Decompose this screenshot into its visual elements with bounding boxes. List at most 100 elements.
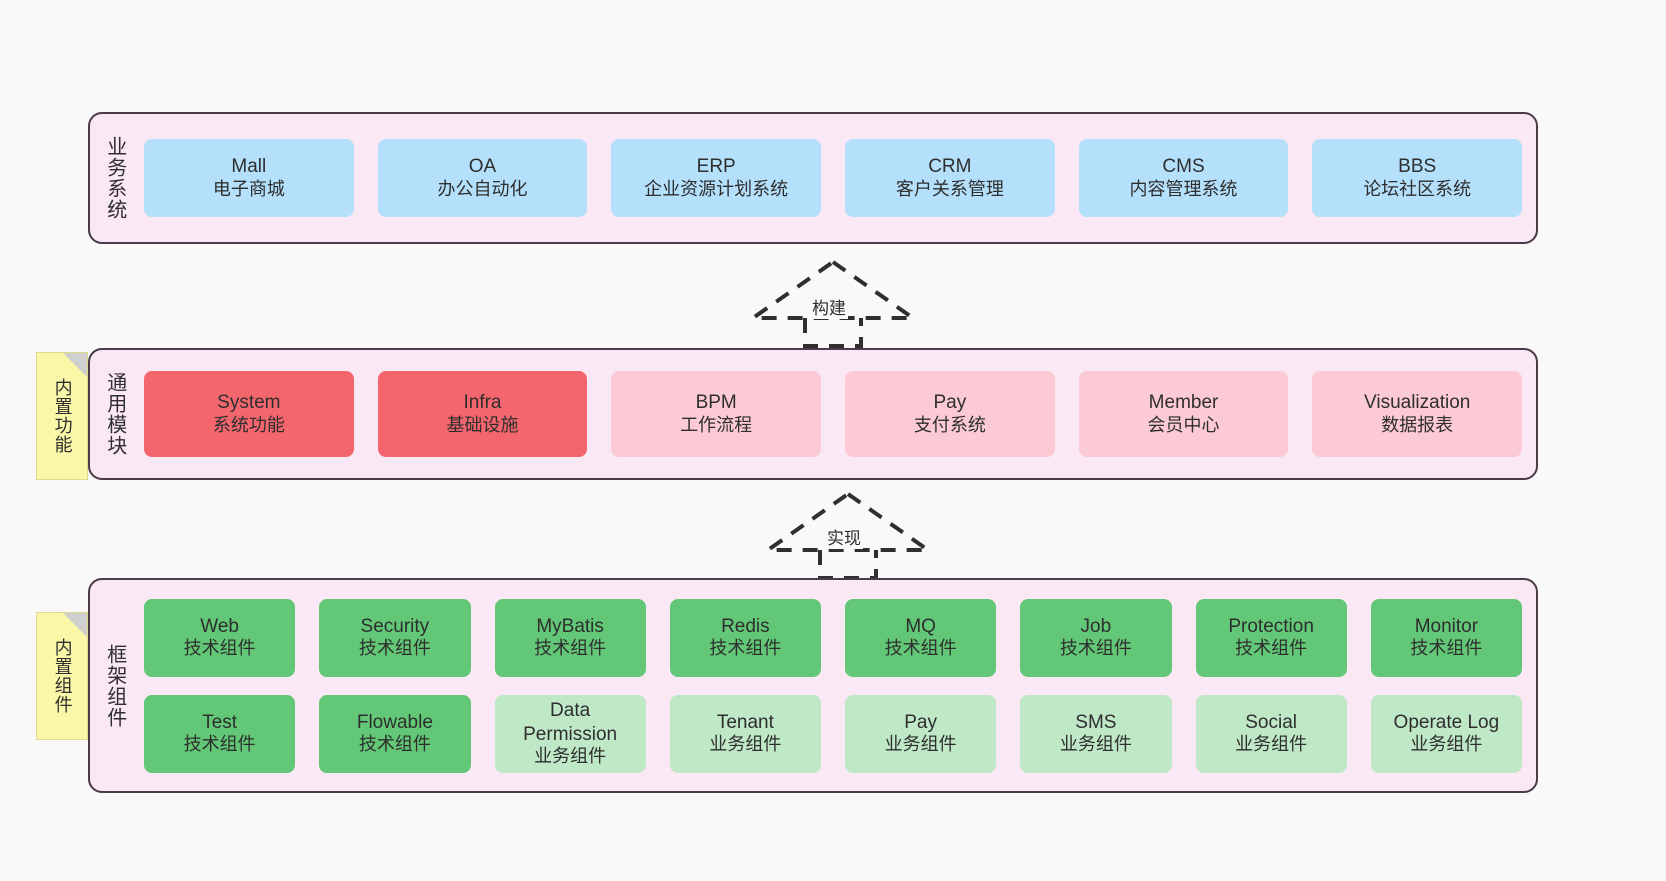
card-social-cn: 业务组件	[1235, 734, 1308, 755]
card-mq[interactable]: MQ 技术组件	[845, 598, 997, 677]
card-erp[interactable]: ERP 企业资源计划系统	[611, 139, 822, 217]
card-mall[interactable]: Mall 电子商城	[144, 139, 354, 217]
layer-framework-component: 框架组件 Web 技术组件 Security 技术组件 MyBatis 技术组件…	[88, 578, 1538, 793]
card-row: Mall 电子商城 OA 办公自动化 ERP 企业资源计划系统 CRM 客户关系…	[144, 139, 1523, 217]
card-redis[interactable]: Redis 技术组件	[669, 598, 821, 677]
note-fold-corner-icon	[63, 353, 87, 377]
card-job-en: Job	[1080, 615, 1112, 637]
card-pay-business-cn: 业务组件	[884, 734, 957, 755]
card-job-cn: 技术组件	[1059, 638, 1132, 659]
card-mybatis-cn: 技术组件	[534, 638, 607, 659]
card-operate-log[interactable]: Operate Log 业务组件	[1370, 694, 1522, 773]
card-mq-cn: 技术组件	[884, 638, 957, 659]
card-member-en: Member	[1148, 392, 1219, 414]
card-cms-cn: 内容管理系统	[1129, 178, 1238, 199]
layer-framework-component-body: Web 技术组件 Security 技术组件 MyBatis 技术组件 Redi…	[138, 580, 1536, 791]
card-cms-en: CMS	[1162, 156, 1205, 178]
card-social-en: Social	[1245, 711, 1297, 733]
layer-business-system: 业务系统 Mall 电子商城 OA 办公自动化 ERP 企业资源计划系统 CRM…	[88, 112, 1538, 244]
card-data-permission[interactable]: Data Permission 业务组件	[494, 694, 646, 773]
card-crm[interactable]: CRM 客户关系管理	[845, 139, 1055, 217]
card-mall-cn: 电子商城	[212, 178, 285, 199]
card-bpm[interactable]: BPM 工作流程	[611, 371, 822, 457]
note-builtin-function: 内置功能	[36, 352, 88, 480]
card-mq-en: MQ	[905, 615, 936, 637]
card-oa-cn: 办公自动化	[437, 178, 528, 199]
card-crm-en: CRM	[928, 156, 972, 178]
card-security-en: Security	[360, 615, 430, 637]
card-bpm-en: BPM	[695, 392, 737, 414]
card-pay-business[interactable]: Pay 业务组件	[845, 694, 997, 773]
card-visualization-en: Visualization	[1364, 392, 1471, 414]
card-mybatis-en: MyBatis	[536, 615, 604, 637]
card-bpm-cn: 工作流程	[680, 414, 753, 435]
card-operate-log-en: Operate Log	[1393, 711, 1500, 733]
card-row: Web 技术组件 Security 技术组件 MyBatis 技术组件 Redi…	[144, 598, 1522, 677]
card-protection[interactable]: Protection 技术组件	[1195, 598, 1347, 677]
card-test-en: Test	[202, 711, 238, 733]
note-fold-corner-icon	[63, 613, 87, 637]
card-erp-cn: 企业资源计划系统	[644, 178, 789, 199]
note-builtin-function-label: 内置功能	[52, 378, 73, 454]
card-infra-en: Infra	[463, 392, 502, 414]
card-oa[interactable]: OA 办公自动化	[377, 139, 588, 217]
card-tenant[interactable]: Tenant 业务组件	[669, 694, 821, 773]
card-sms-cn: 业务组件	[1059, 734, 1132, 755]
card-pay-en: Pay	[933, 392, 967, 414]
card-member-cn: 会员中心	[1147, 414, 1220, 435]
card-system[interactable]: System 系统功能	[144, 371, 354, 457]
card-sms[interactable]: SMS 业务组件	[1020, 694, 1172, 773]
card-web[interactable]: Web 技术组件	[144, 598, 296, 677]
card-web-en: Web	[200, 615, 239, 637]
layer-business-system-body: Mall 电子商城 OA 办公自动化 ERP 企业资源计划系统 CRM 客户关系…	[138, 114, 1536, 242]
card-row: Test 技术组件 Flowable 技术组件 Data Permission …	[144, 694, 1522, 773]
card-bbs-en: BBS	[1398, 156, 1437, 178]
layer-common-module-title: 通用模块	[103, 372, 126, 456]
card-test[interactable]: Test 技术组件	[144, 694, 296, 773]
card-security[interactable]: Security 技术组件	[319, 598, 471, 677]
card-job[interactable]: Job 技术组件	[1020, 598, 1172, 677]
layer-common-module: 通用模块 System 系统功能 Infra 基础设施 BPM 工作流程 Pay…	[88, 348, 1538, 480]
card-bbs-cn: 论坛社区系统	[1363, 178, 1472, 199]
card-crm-cn: 客户关系管理	[895, 178, 1004, 199]
card-member[interactable]: Member 会员中心	[1078, 371, 1289, 457]
card-row: System 系统功能 Infra 基础设施 BPM 工作流程 Pay 支付系统…	[144, 371, 1523, 457]
card-mall-en: Mall	[231, 156, 267, 178]
card-protection-en: Protection	[1228, 615, 1314, 637]
card-cms[interactable]: CMS 内容管理系统	[1078, 139, 1289, 217]
card-pay[interactable]: Pay 支付系统	[845, 371, 1055, 457]
card-monitor[interactable]: Monitor 技术组件	[1370, 598, 1522, 677]
card-pay-business-en: Pay	[904, 711, 937, 733]
card-data-permission-cn: 业务组件	[534, 745, 607, 766]
layer-business-system-title: 业务系统	[103, 136, 126, 220]
card-flowable-en: Flowable	[356, 711, 433, 733]
card-sms-en: SMS	[1075, 711, 1117, 733]
card-system-cn: 系统功能	[212, 414, 285, 435]
layer-common-module-body: System 系统功能 Infra 基础设施 BPM 工作流程 Pay 支付系统…	[138, 350, 1536, 478]
layer-framework-component-title: 框架组件	[103, 643, 126, 728]
card-redis-cn: 技术组件	[709, 638, 782, 659]
card-system-en: System	[217, 392, 281, 414]
card-web-cn: 技术组件	[183, 638, 256, 659]
card-bbs[interactable]: BBS 论坛社区系统	[1312, 139, 1523, 217]
card-monitor-cn: 技术组件	[1410, 638, 1483, 659]
card-infra[interactable]: Infra 基础设施	[377, 371, 588, 457]
card-oa-en: OA	[468, 156, 497, 178]
card-flowable-cn: 技术组件	[358, 734, 431, 755]
card-tenant-en: Tenant	[716, 711, 774, 733]
card-data-permission-en: Data Permission	[523, 700, 618, 745]
card-visualization[interactable]: Visualization 数据报表	[1312, 371, 1523, 457]
card-operate-log-cn: 业务组件	[1410, 734, 1483, 755]
card-pay-cn: 支付系统	[913, 414, 986, 435]
card-protection-cn: 技术组件	[1235, 638, 1308, 659]
card-redis-en: Redis	[721, 615, 770, 637]
card-flowable[interactable]: Flowable 技术组件	[319, 694, 471, 773]
card-test-cn: 技术组件	[183, 734, 256, 755]
card-security-cn: 技术组件	[358, 638, 431, 659]
card-visualization-cn: 数据报表	[1381, 414, 1454, 435]
card-mybatis[interactable]: MyBatis 技术组件	[494, 598, 646, 677]
connector-implement-label: 实现	[825, 524, 863, 549]
card-social[interactable]: Social 业务组件	[1195, 694, 1347, 773]
card-infra-cn: 基础设施	[446, 414, 519, 435]
